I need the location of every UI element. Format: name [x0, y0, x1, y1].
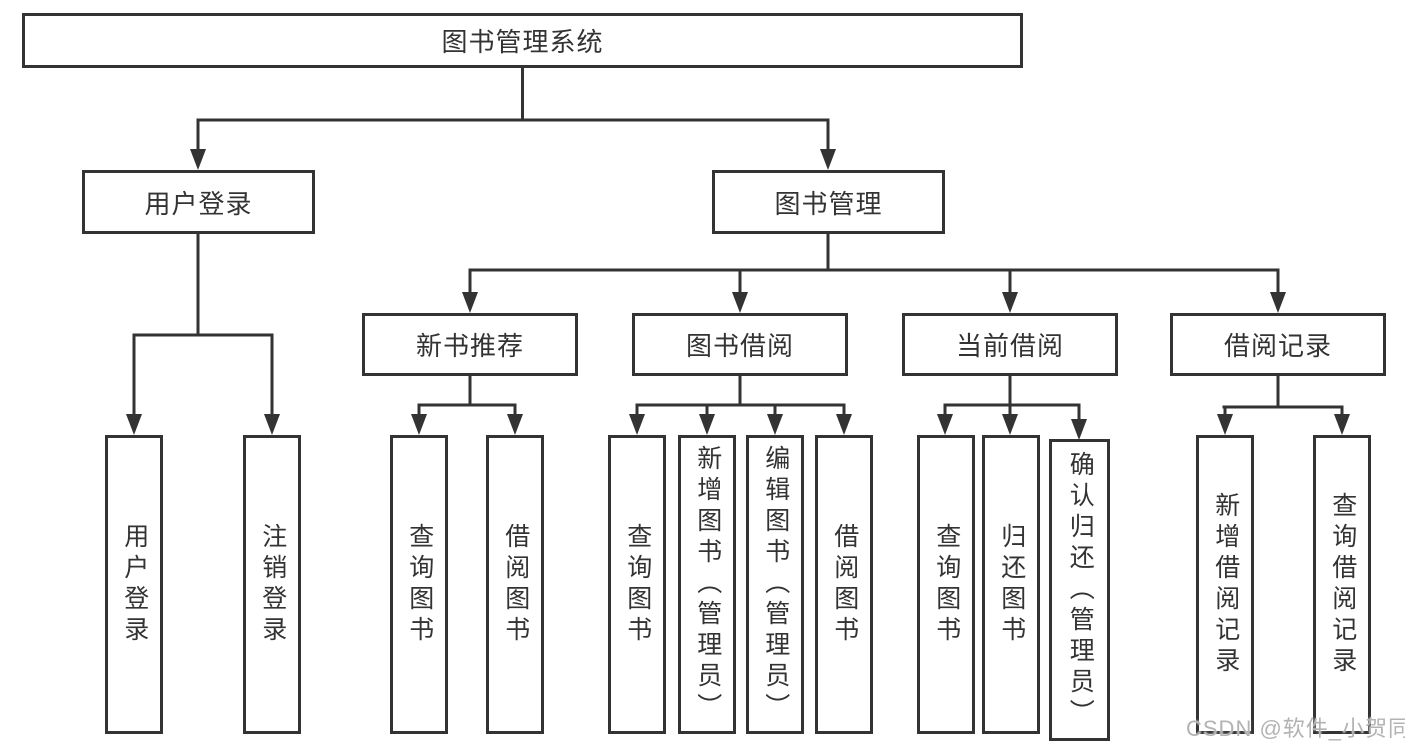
- leaf-borrow-books-recommend: 借阅图书: [486, 435, 544, 734]
- leaf-query-books-borrow-label: 查询图书: [623, 522, 652, 647]
- watermark: CSDN @软件_小贺同学: [1186, 716, 1405, 741]
- leaf-query-books-current-label: 查询图书: [932, 522, 961, 647]
- leaf-edit-books-admin-label: 编辑图书（管理员）: [761, 445, 790, 724]
- node-book-borrowing: 图书借阅: [632, 313, 848, 376]
- leaf-query-borrow-record-label: 查询借阅记录: [1328, 491, 1357, 678]
- leaf-return-books-label: 归还图书: [997, 522, 1026, 647]
- leaf-query-books-recommend: 查询图书: [390, 435, 448, 734]
- leaf-logout: 注销登录: [243, 435, 301, 734]
- node-book-management: 图书管理: [712, 170, 945, 234]
- node-borrowing-records: 借阅记录: [1170, 313, 1386, 376]
- leaf-add-borrow-record-label: 新增借阅记录: [1211, 491, 1240, 678]
- leaf-confirm-return-admin: 确认归还（管理员）: [1049, 439, 1110, 741]
- leaf-confirm-return-admin-label: 确认归还（管理员）: [1066, 450, 1095, 730]
- leaf-borrow-books-recommend-label: 借阅图书: [501, 522, 530, 647]
- leaf-add-books-admin: 新增图书（管理员）: [678, 435, 736, 734]
- node-library-management-system: 图书管理系统: [22, 13, 1023, 68]
- leaf-add-books-admin-label: 新增图书（管理员）: [693, 445, 722, 724]
- leaf-borrow-books-borrow-label: 借阅图书: [830, 522, 859, 647]
- node-new-book-recommendation: 新书推荐: [362, 313, 578, 376]
- leaf-query-books-borrow: 查询图书: [608, 435, 666, 734]
- leaf-logout-label: 注销登录: [258, 522, 287, 647]
- leaf-user-login: 用户登录: [105, 435, 163, 734]
- node-user-login: 用户登录: [82, 170, 315, 234]
- leaf-query-books-recommend-label: 查询图书: [405, 522, 434, 647]
- leaf-edit-books-admin: 编辑图书（管理员）: [746, 435, 804, 734]
- leaf-borrow-books-borrow: 借阅图书: [815, 435, 873, 734]
- leaf-query-books-current: 查询图书: [917, 435, 975, 734]
- node-current-borrowing: 当前借阅: [902, 313, 1118, 376]
- leaf-query-borrow-record: 查询借阅记录: [1313, 435, 1371, 734]
- arrowheads: [126, 149, 1350, 440]
- leaf-return-books: 归还图书: [982, 435, 1040, 734]
- leaf-user-login-label: 用户登录: [120, 522, 149, 647]
- leaf-add-borrow-record: 新增借阅记录: [1196, 435, 1254, 734]
